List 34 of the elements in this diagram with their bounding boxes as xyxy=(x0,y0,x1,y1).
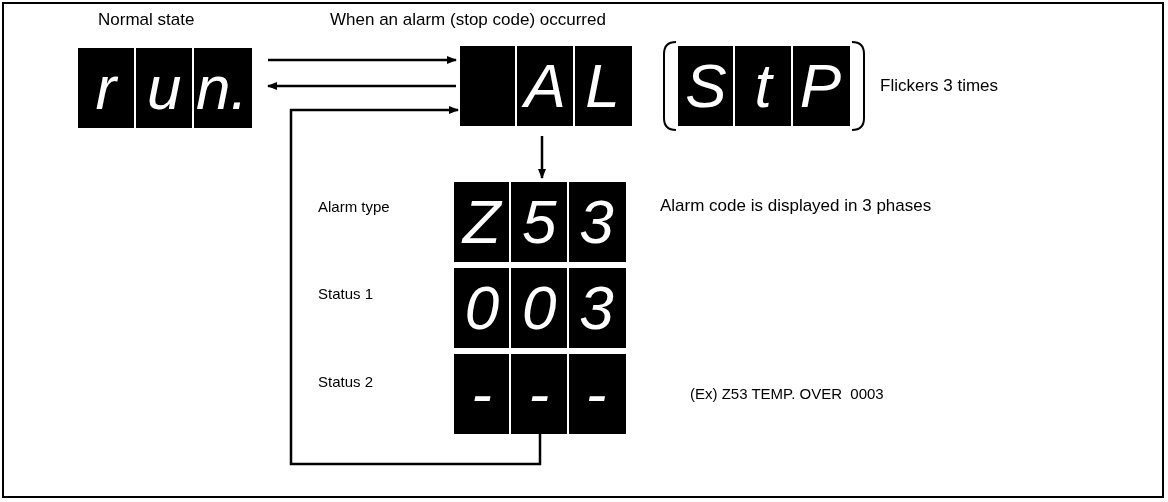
arrow xyxy=(289,106,542,466)
segment-display xyxy=(454,182,626,262)
display-digit: - xyxy=(471,358,492,430)
segment-display xyxy=(678,46,850,126)
display-digit: n. xyxy=(196,52,248,124)
arrow xyxy=(538,136,546,179)
display-digit: 0 xyxy=(464,272,500,344)
note: (Ex) Z53 TEMP. OVER 0003 xyxy=(690,385,884,402)
display-digit: 0 xyxy=(522,272,557,344)
display-digit: Z xyxy=(462,186,501,258)
display-digit: 3 xyxy=(579,186,614,258)
segment-display xyxy=(460,46,632,126)
arrow xyxy=(268,56,457,64)
display-label: Normal state xyxy=(98,10,195,30)
display-digit: r xyxy=(95,52,117,124)
row-label: Status 2 xyxy=(318,373,374,390)
display-digit: S xyxy=(685,50,727,122)
display-digit: 3 xyxy=(579,272,614,344)
segment-display xyxy=(454,354,626,434)
display-digit: P xyxy=(799,50,842,122)
display-label: When an alarm (stop code) occurred xyxy=(330,10,606,30)
display-digit: - xyxy=(585,358,607,430)
segment-display xyxy=(454,268,626,348)
row-label: Status 1 xyxy=(318,285,374,302)
arrow xyxy=(267,82,456,90)
display-digit: L xyxy=(585,50,620,122)
display-label: Flickers 3 times xyxy=(880,76,999,96)
display-digit: 5 xyxy=(522,186,557,258)
segment-display xyxy=(78,48,252,128)
display-digit: u xyxy=(147,52,182,124)
row-label: Alarm type xyxy=(318,198,390,215)
note: Alarm code is displayed in 3 phases xyxy=(660,196,932,216)
display-digit: t xyxy=(754,50,772,122)
display-digit: - xyxy=(528,358,550,430)
